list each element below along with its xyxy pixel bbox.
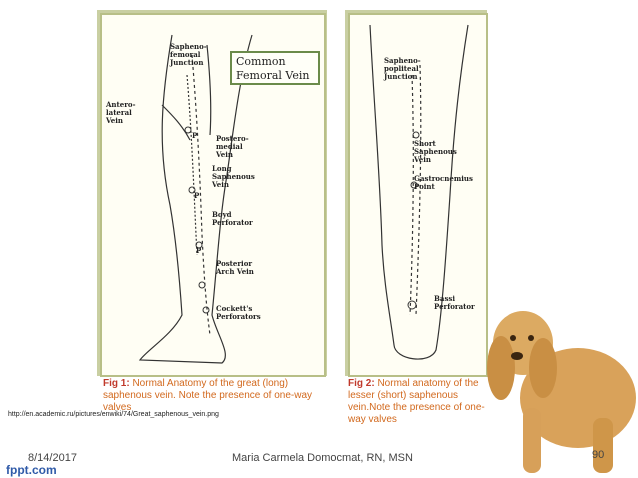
label-postero-medial: Postero-medial Vein — [216, 134, 249, 159]
valve-marker: P — [196, 246, 202, 255]
figure2-caption-text: Normal anatomy of the lesser (short) sap… — [348, 378, 485, 425]
label-short-saphenous: Short Saphenous Vein — [414, 139, 457, 164]
label-cockett: Cockett's Perforators — [216, 304, 261, 321]
page-number: 90 — [592, 449, 605, 461]
leg-posterior-drawing — [369, 24, 469, 360]
valve-marker: P — [194, 191, 200, 200]
figure1-caption-prefix: Fig 1: — [103, 378, 130, 389]
label-long-saphenous: Long Saphenous Vein — [212, 164, 255, 189]
label-boyd: Boyd Perforator — [212, 210, 253, 227]
source-url[interactable]: http://en.academic.ru/pictures/enwiki/74… — [8, 411, 219, 418]
figure1-caption: Fig 1: Normal Anatomy of the great (long… — [103, 378, 323, 414]
footer-date: 8/14/2017 — [28, 452, 77, 464]
label-bassi: Bassi Perforator — [434, 294, 475, 311]
cocker-spaniel-image — [487, 311, 636, 473]
footer-author: Maria Carmela Domocmat, RN, MSN — [232, 452, 413, 464]
label-gastrocnemius: Gastrocnemius Point — [414, 174, 473, 191]
valve-marker: P — [192, 131, 198, 140]
figure2-caption-prefix: Fig 2: — [348, 378, 375, 389]
figure1-caption-text: Normal Anatomy of the great (long) saphe… — [103, 378, 313, 413]
label-antero-lateral: Antero-lateral Vein — [106, 100, 136, 125]
brand-logo: fppt.com — [6, 463, 57, 477]
figure2-caption: Fig 2: Normal anatomy of the lesser (sho… — [348, 378, 488, 426]
figure1-illustration: Sapheno-femoral Junction Antero-lateral … — [100, 13, 326, 377]
figure2-illustration: Sapheno-popliteal Junction Short Sapheno… — [348, 13, 488, 377]
label-posterior-arch: Posterior Arch Vein — [216, 259, 254, 276]
label-sapheno-popliteal: Sapheno-popliteal Junction — [384, 56, 421, 81]
label-sapheno-femoral: Sapheno-femoral Junction — [170, 42, 207, 67]
common-femoral-vein-callout: Common Femoral Vein — [230, 51, 320, 85]
leg-anterior-drawing — [138, 34, 253, 364]
